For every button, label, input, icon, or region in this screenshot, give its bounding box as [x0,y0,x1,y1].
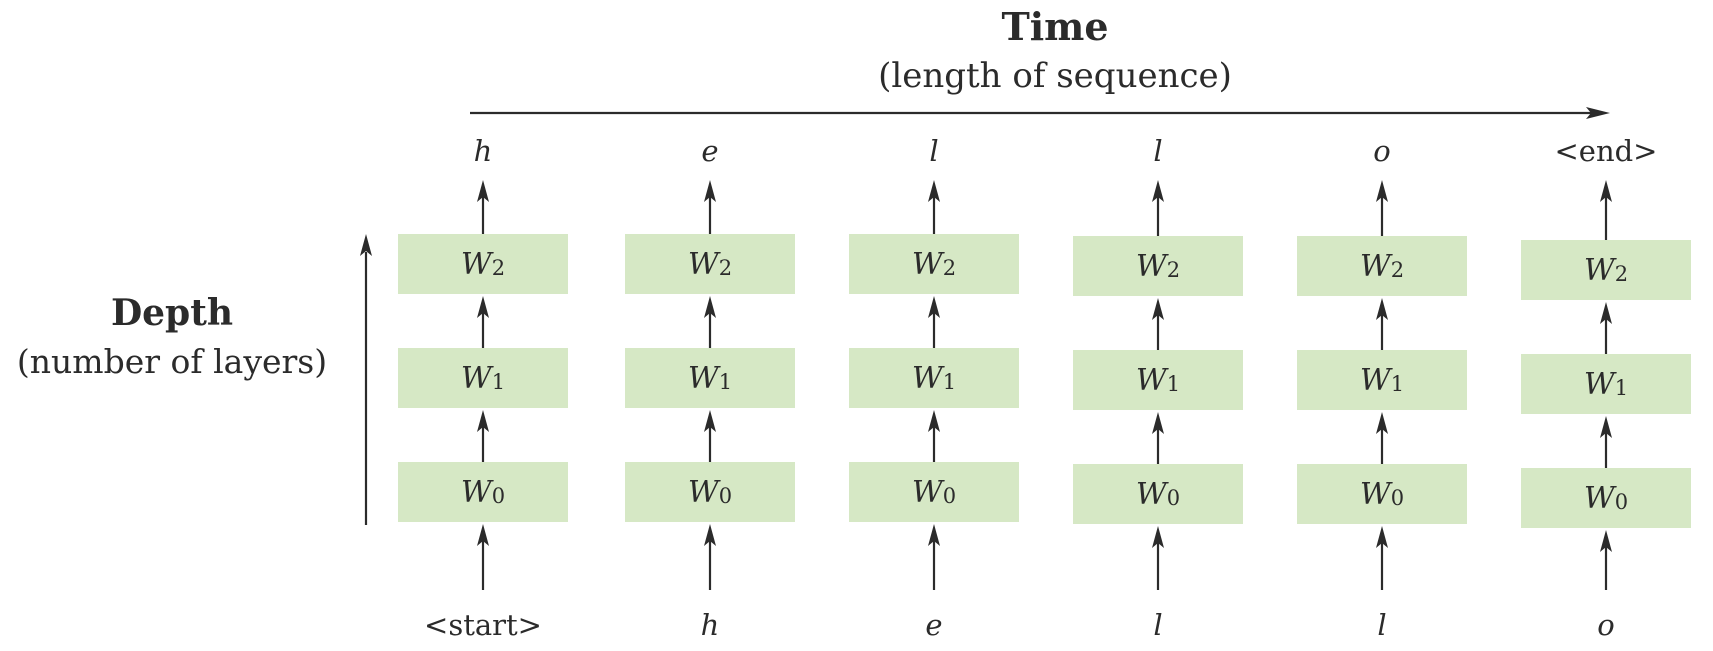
layer-symbol: W [460,474,492,510]
layer-symbol: W [911,360,943,396]
w0-to-w1-arrow-head [477,410,489,432]
layer-symbol: W [1359,476,1391,512]
layer-symbol: W [1359,362,1391,398]
w0-to-w1-arrow-head [1152,412,1164,434]
input-token: o [1597,608,1615,642]
input-to-w0-arrow-head [1600,530,1612,552]
layer-symbol: W [460,360,492,396]
w0-to-w1-arrow-head [1376,412,1388,434]
layer-symbol: W [911,474,943,510]
time-axis-subtitle: (length of sequence) [878,56,1232,96]
input-token: l [1377,608,1387,642]
w1-to-w2-arrow-head [477,296,489,318]
input-to-w0-arrow-head [477,524,489,546]
depth-axis-subtitle: (number of layers) [16,342,328,381]
layer-symbol: W [1135,476,1167,512]
w2-to-output-arrow-head [1376,180,1388,202]
w2-to-output-arrow-head [1152,180,1164,202]
layer-subscript: 0 [1390,486,1405,510]
time-axis-title: Time [1001,4,1109,49]
input-token: <start> [424,608,542,642]
layer-subscript: 2 [1390,258,1405,282]
layer-symbol: W [687,474,719,510]
w2-to-output-arrow-head [1600,180,1612,202]
layer-subscript: 1 [491,370,506,394]
layer-subscript: 1 [942,370,957,394]
layer-subscript: 1 [718,370,733,394]
output-token: e [701,134,719,168]
depth-axis-title: Depth [110,292,234,334]
w1-to-w2-arrow-head [1376,298,1388,320]
layer-subscript: 0 [718,484,733,508]
layer-symbol: W [1583,366,1615,402]
layer-symbol: W [1583,252,1615,288]
input-to-w0-arrow-head [704,524,716,546]
input-to-w0-arrow-head [1376,526,1388,548]
w2-to-output-arrow-head [477,180,489,202]
layer-subscript: 1 [1166,372,1181,396]
layer-subscript: 1 [1390,372,1405,396]
layer-symbol: W [687,246,719,282]
w0-to-w1-arrow-head [704,410,716,432]
w0-to-w1-arrow-head [1600,416,1612,438]
output-token: <end> [1554,134,1658,168]
output-token: h [473,134,493,168]
layer-subscript: 0 [942,484,957,508]
input-token: h [700,608,720,642]
w1-to-w2-arrow-head [1152,298,1164,320]
layer-subscript: 0 [1166,486,1181,510]
w1-to-w2-arrow-head [928,296,940,318]
output-token: l [1153,134,1163,168]
layer-subscript: 2 [1614,262,1629,286]
layer-symbol: W [1135,362,1167,398]
w1-to-w2-arrow-head [704,296,716,318]
layer-subscript: 2 [942,256,957,280]
w2-to-output-arrow-head [704,180,716,202]
layer-symbol: W [1583,480,1615,516]
layer-symbol: W [911,246,943,282]
layer-symbol: W [687,360,719,396]
w0-to-w1-arrow-head [928,410,940,432]
layer-symbol: W [1135,248,1167,284]
input-to-w0-arrow-head [928,524,940,546]
input-token: e [925,608,943,642]
layer-subscript: 2 [491,256,506,280]
layer-symbol: W [1359,248,1391,284]
output-token: o [1373,134,1391,168]
input-token: l [1153,608,1163,642]
layer-subscript: 1 [1614,376,1629,400]
w1-to-w2-arrow-head [1600,302,1612,324]
layer-subscript: 2 [718,256,733,280]
layer-subscript: 0 [1614,490,1629,514]
time-axis-arrow-head [1586,107,1610,119]
layer-symbol: W [460,246,492,282]
layer-subscript: 2 [1166,258,1181,282]
w2-to-output-arrow-head [928,180,940,202]
input-to-w0-arrow-head [1152,526,1164,548]
depth-axis-arrow-head [360,234,372,256]
layer-subscript: 0 [491,484,506,508]
output-token: l [929,134,939,168]
